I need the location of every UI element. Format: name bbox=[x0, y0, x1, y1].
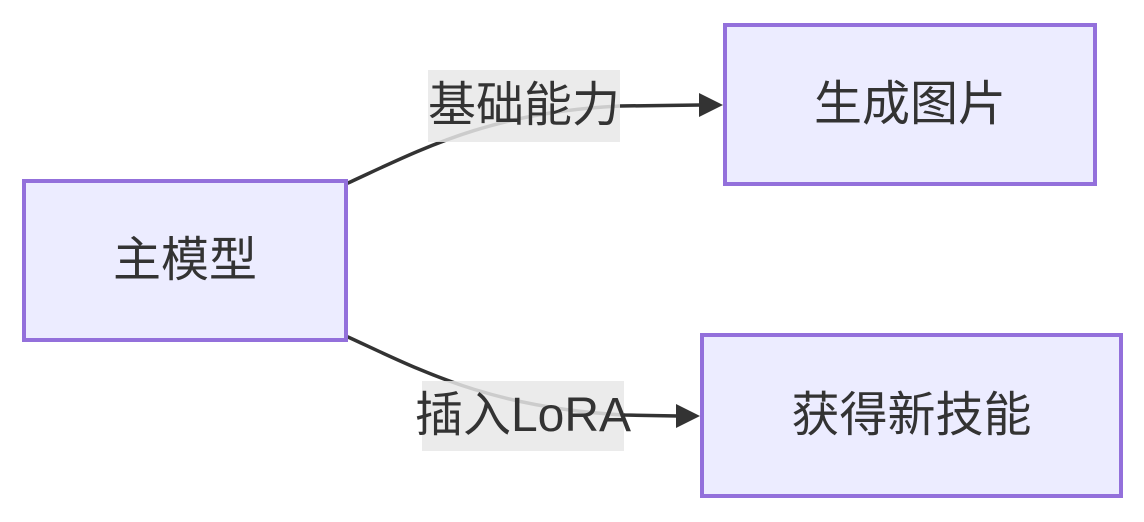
node-main-model: 主模型 bbox=[22, 179, 348, 342]
arrowhead-icon bbox=[699, 93, 723, 117]
node-label: 生成图片 bbox=[813, 77, 1006, 131]
node-generate-image: 生成图片 bbox=[723, 23, 1097, 186]
edge-label-basic-capability: 基础能力 bbox=[428, 70, 620, 142]
edge-label-insert-lora: 插入LoRA bbox=[415, 381, 631, 451]
arrowhead-icon bbox=[676, 404, 700, 428]
node-label: 获得新技能 bbox=[791, 388, 1032, 442]
edge-label-text: 基础能力 bbox=[428, 79, 621, 132]
node-label: 主模型 bbox=[112, 233, 257, 287]
node-gain-new-skills: 获得新技能 bbox=[700, 333, 1123, 498]
edge-label-text: 插入LoRA bbox=[414, 389, 632, 442]
